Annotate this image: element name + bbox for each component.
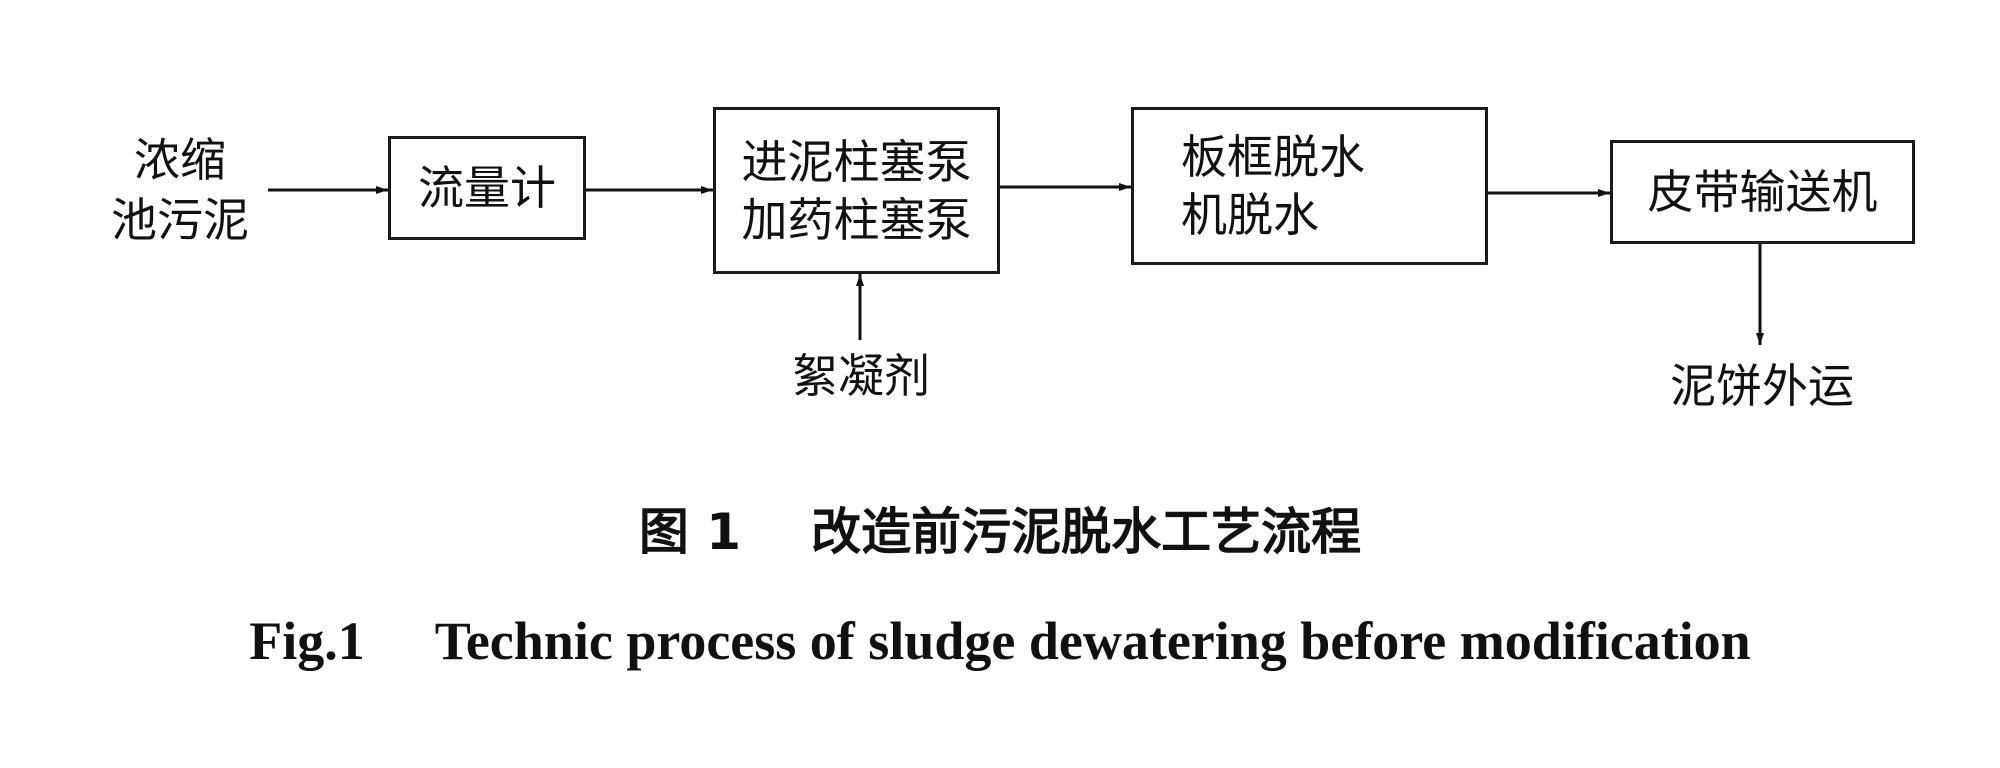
flocculant-label: 絮凝剂: [792, 349, 930, 403]
figure-number-chinese: 图 1: [638, 503, 742, 561]
sludge-plunger-pump-label: 进泥柱塞泵: [741, 134, 972, 189]
source-sludge-label: 浓缩 池污泥: [80, 130, 280, 250]
belt-conveyor-box: 皮带输送机: [1610, 140, 1915, 244]
flowmeter-label: 流量计: [418, 161, 556, 215]
source-sludge-line2: 池污泥: [111, 193, 249, 247]
dosing-plunger-pump-label: 加药柱塞泵: [741, 192, 972, 247]
figure-caption-english: Fig.1 Technic process of sludge dewaterin…: [0, 606, 2000, 676]
plunger-pumps-box: 进泥柱塞泵 加药柱塞泵: [713, 107, 1000, 274]
filter-press-label-line1: 板框脱水: [1181, 130, 1365, 184]
figure-title-english: Technic process of sludge dewatering bef…: [434, 611, 1751, 671]
source-sludge-line1: 浓缩: [134, 133, 226, 187]
filter-press-label-line2: 机脱水: [1181, 188, 1319, 242]
figure-title-chinese: 改造前污泥脱水工艺流程: [811, 503, 1362, 561]
flowmeter-box: 流量计: [388, 136, 586, 240]
figure-caption-chinese: 图 1 改造前污泥脱水工艺流程: [0, 497, 2000, 567]
belt-conveyor-label: 皮带输送机: [1647, 165, 1878, 219]
sludge-cake-output-label: 泥饼外运: [1670, 359, 1854, 413]
filter-press-box: 板框脱水 机脱水: [1131, 107, 1488, 265]
figure-number-english: Fig.1: [249, 611, 365, 671]
